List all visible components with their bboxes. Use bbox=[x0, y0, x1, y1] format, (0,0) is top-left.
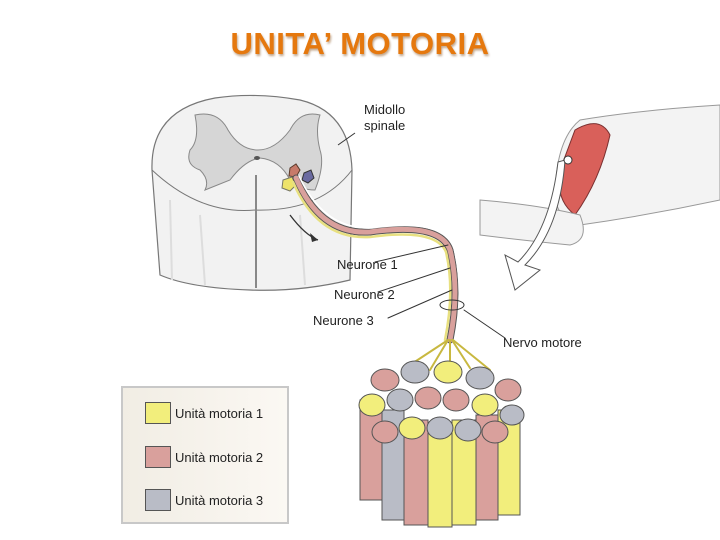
legend-swatch bbox=[145, 489, 171, 511]
neuron-cell-bodies bbox=[281, 163, 315, 192]
legend-label: Unità motoria 2 bbox=[175, 449, 264, 465]
legend-item-motor-unit-1: Unità motoria 1 bbox=[145, 402, 263, 424]
legend: Unità motoria 1 Unità motoria 2 Unità mo… bbox=[121, 386, 289, 524]
label-neuron-3: Neurone 3 bbox=[313, 313, 374, 328]
legend-swatch bbox=[145, 402, 171, 424]
label-neuron-1: Neurone 1 bbox=[337, 257, 398, 272]
arm-illustration bbox=[479, 104, 720, 291]
label-spinal-cord: Midollo spinale bbox=[364, 102, 405, 134]
legend-item-motor-unit-2: Unità motoria 2 bbox=[145, 446, 263, 468]
label-spinal-cord-line1: Midollo bbox=[364, 102, 406, 117]
legend-label: Unità motoria 3 bbox=[175, 492, 264, 508]
legend-swatch bbox=[145, 446, 171, 468]
legend-label: Unità motoria 1 bbox=[175, 405, 264, 421]
muscle-fiber-bundle bbox=[358, 360, 525, 528]
label-spinal-cord-line2: spinale bbox=[364, 118, 406, 133]
label-motor-nerve: Nervo motore bbox=[503, 335, 582, 350]
legend-item-motor-unit-3: Unità motoria 3 bbox=[145, 489, 263, 511]
motor-nerve-fibers bbox=[291, 174, 506, 373]
slide-title: UNITA’ MOTORIA bbox=[230, 26, 490, 61]
spinal-cord-illustration bbox=[151, 94, 356, 291]
label-neuron-2: Neurone 2 bbox=[334, 287, 395, 302]
